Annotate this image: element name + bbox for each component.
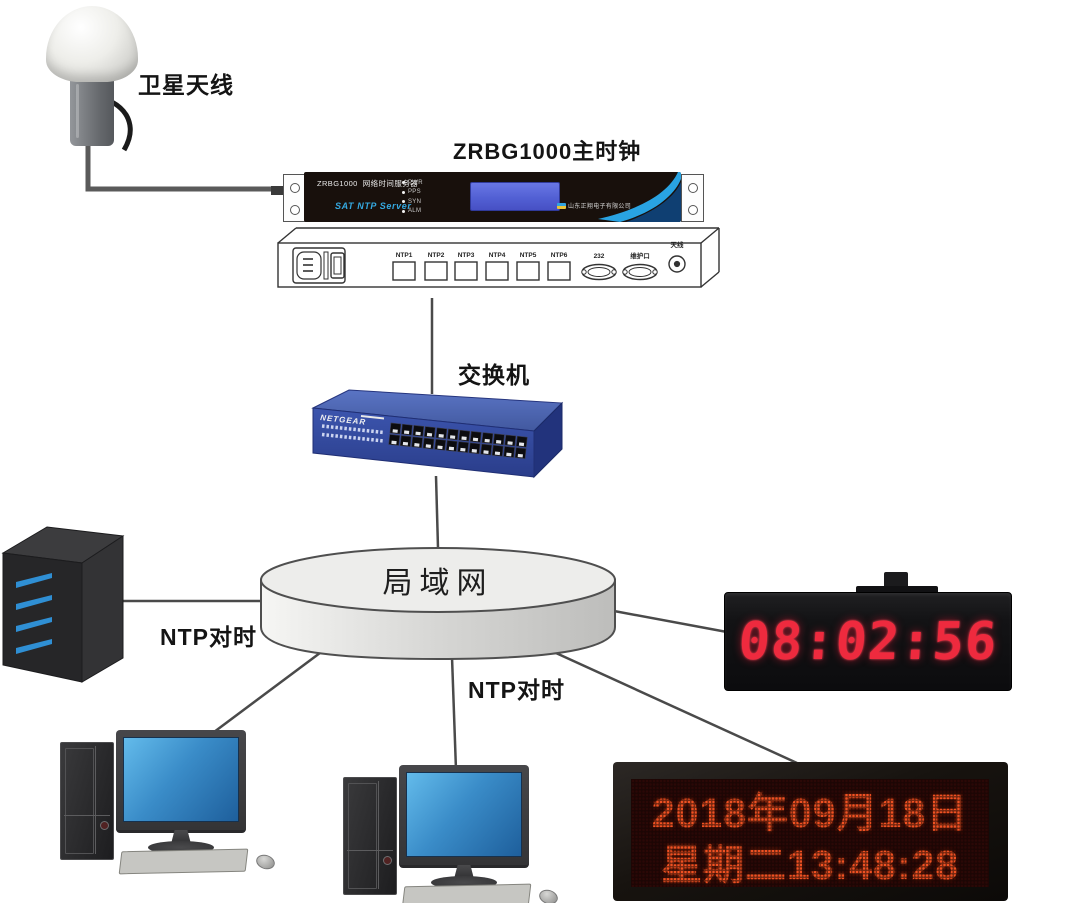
- led-matrix-display: 2018年09月18日 星期二13:48:28: [613, 762, 1008, 901]
- brand-logo: 山东正翔电子有限公司: [557, 201, 631, 210]
- front-panel-face: ZRBG1000 网络时间服务器 SAT NTP Server PWR PPS S…: [304, 172, 681, 222]
- matrix-date-line: 2018年09月18日: [651, 790, 969, 836]
- port-label-ntp5: NTP5: [520, 252, 537, 259]
- pc-mouse: [254, 852, 277, 872]
- antenna-bnc-connector: [668, 255, 686, 273]
- tower-seam-horizontal: [347, 850, 393, 851]
- lan-label: 局域网: [383, 566, 494, 601]
- pc-keyboard: [118, 848, 249, 875]
- led-label: PWR: [408, 179, 423, 186]
- cable-connector-stub: [271, 186, 283, 195]
- port-label-ntp4: NTP4: [489, 252, 506, 259]
- maintenance-port-db9: [622, 263, 658, 281]
- clock-time-display: 08:02:56: [736, 611, 1000, 672]
- pc-keyboard: [401, 883, 532, 903]
- tower-panel-frame: [348, 783, 377, 889]
- pc-monitor: [116, 730, 246, 833]
- led-dot: [402, 209, 405, 213]
- matrix-time-line: 星期二13:48:28: [660, 842, 960, 887]
- pc-tower: [343, 777, 397, 895]
- rack-hole: [290, 183, 300, 193]
- tower-seam-vertical: [378, 781, 379, 889]
- switch-led-row-2: [321, 432, 385, 443]
- antenna-stem-highlight: [76, 84, 79, 138]
- server-tower: [1, 526, 125, 683]
- port-label-ntp3: NTP3: [458, 252, 475, 259]
- line-lan-to-clock: [613, 609, 728, 634]
- connection-lines: [85, 143, 798, 771]
- workstation-1: [58, 722, 298, 897]
- master-clock-front-panel: ZRBG1000 网络时间服务器 SAT NTP Server PWR PPS S…: [283, 172, 704, 222]
- led-label: PPS: [408, 189, 421, 196]
- antenna-port-label: 天线: [671, 240, 685, 249]
- tower-seam-horizontal: [64, 815, 110, 816]
- rack-hole: [688, 183, 698, 193]
- monitor-stand: [171, 830, 191, 844]
- led-dot: [402, 181, 405, 185]
- ntp-sync-label-left: NTP对时: [160, 624, 257, 650]
- tower-power-button: [383, 856, 392, 865]
- monitor-screen: [123, 737, 239, 822]
- port-label-ntp6: NTP6: [551, 252, 568, 259]
- device-name: 网络时间服务器: [362, 179, 419, 188]
- switch-label: 交换机: [458, 362, 530, 388]
- maintenance-port-label: 维护口: [630, 251, 650, 260]
- pc-mouse: [537, 887, 560, 903]
- brand-logo-icon: [557, 202, 566, 209]
- lcd-screen: [470, 182, 560, 211]
- tower-panel-frame: [65, 748, 94, 854]
- matrix-screen: 2018年09月18日 星期二13:48:28: [631, 779, 989, 887]
- switch-led-row-1: [321, 424, 385, 435]
- clock-mount-base: [856, 586, 938, 597]
- clock-panel: 08:02:56: [724, 592, 1012, 691]
- ntp-sync-label-center: NTP对时: [468, 677, 565, 703]
- master-clock-rear-panel: [277, 227, 720, 288]
- ntp-port-jacks: [392, 261, 571, 281]
- line-lan-to-display: [544, 646, 798, 765]
- led-dot: [402, 190, 405, 194]
- port-label-ntp1: NTP1: [396, 252, 413, 259]
- front-model-text: ZRBG1000 网络时间服务器: [317, 178, 418, 189]
- server-drive-leds: [16, 573, 52, 654]
- panel-swoosh-decoration: [598, 172, 681, 222]
- monitor-stand: [454, 865, 474, 879]
- brand-text: 山东正翔电子有限公司: [568, 204, 632, 210]
- pc-tower: [60, 742, 114, 860]
- rack-ear-right: [681, 174, 704, 222]
- workstation-2: [341, 757, 581, 903]
- monitor-screen: [406, 772, 522, 857]
- pc-monitor: [399, 765, 529, 868]
- line-switch-to-lan: [434, 475, 440, 549]
- antenna-pigtail-cable: [110, 99, 133, 152]
- satellite-antenna-label: 卫星天线: [138, 72, 234, 98]
- port-label-ntp2: NTP2: [428, 252, 445, 259]
- serial-port-db9: [581, 263, 617, 281]
- rack-hole: [290, 205, 300, 215]
- antenna-dome: [46, 6, 138, 82]
- line-antenna-to-clock: [85, 143, 283, 192]
- master-clock-title: ZRBG1000主时钟: [453, 139, 642, 164]
- line-lan-to-pc2: [450, 656, 458, 771]
- serial-port-label: 232: [594, 253, 605, 260]
- led-label: SYN: [408, 198, 422, 205]
- line-lan-to-pc1: [201, 642, 333, 743]
- rack-ear-left: [283, 174, 306, 222]
- lan-cylinder: 局域网: [260, 547, 616, 661]
- tower-seam-vertical: [95, 746, 96, 854]
- rack-hole: [688, 205, 698, 215]
- led-label: ALM: [408, 208, 422, 215]
- led-dot: [402, 200, 405, 204]
- network-switch: NETGEAR: [311, 389, 564, 479]
- antenna-stem: [70, 78, 114, 146]
- status-led-column: PWR PPS SYN ALM: [402, 178, 423, 216]
- front-subtitle: SAT NTP Server: [335, 201, 412, 211]
- model-number: ZRBG1000: [317, 179, 358, 188]
- tower-power-button: [100, 821, 109, 830]
